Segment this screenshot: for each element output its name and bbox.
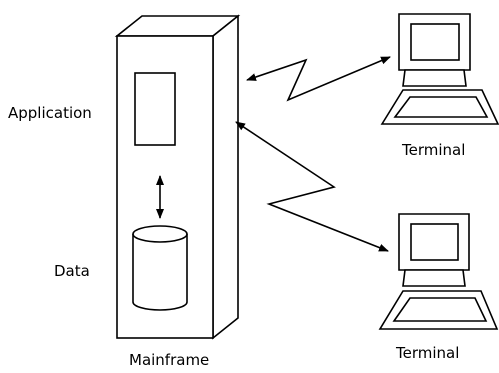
terminal-top-icon	[380, 13, 499, 125]
mainframe-side-face	[212, 14, 239, 340]
mainframe-tower	[114, 14, 241, 340]
link-top-terminal	[246, 56, 391, 102]
application-box	[134, 72, 176, 146]
application-label: Application	[8, 104, 92, 122]
terminal-top-label: Terminal	[401, 141, 465, 159]
terminal-bottom-icon	[378, 213, 499, 330]
data-label: Data	[54, 262, 90, 280]
database-cylinder	[132, 225, 188, 311]
link-bottom-terminal	[235, 121, 389, 252]
mainframe-label: Mainframe	[129, 351, 209, 369]
terminal-bottom-label: Terminal	[395, 344, 459, 362]
